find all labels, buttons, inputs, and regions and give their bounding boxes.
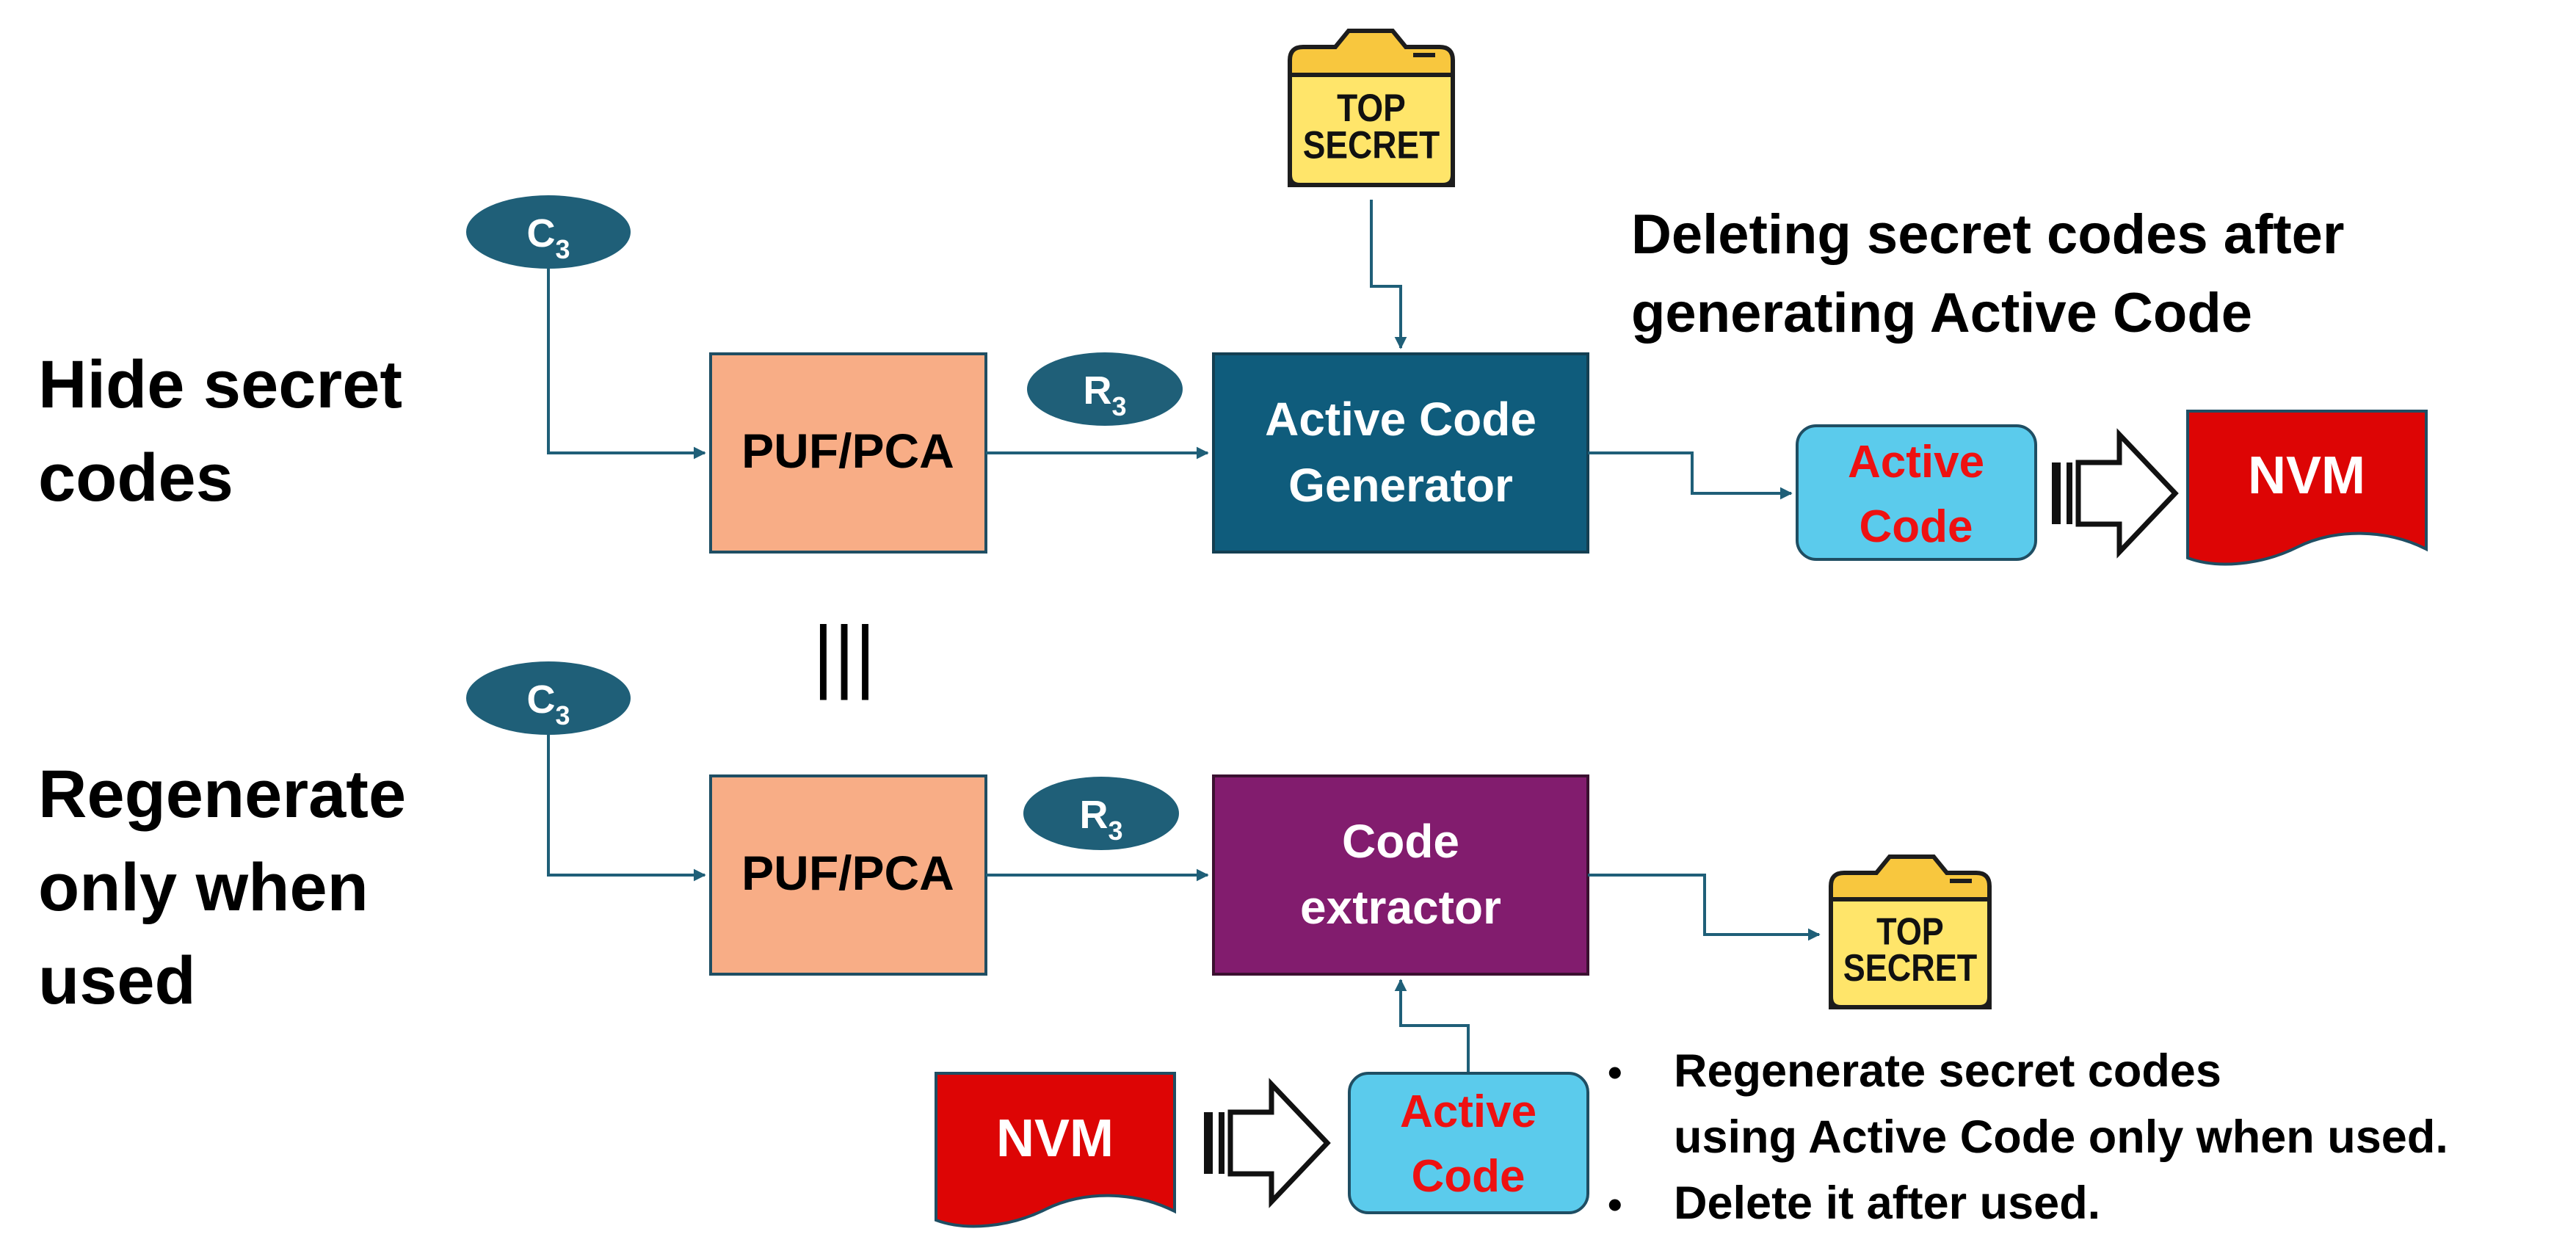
- svg-text:C3: C3: [526, 211, 570, 264]
- top-active-code-box: Active Code: [1796, 424, 2037, 561]
- top-response-sub: 3: [1111, 391, 1126, 421]
- top-puf-box: PUF/PCA: [709, 352, 987, 554]
- top-active-code-line-2: Code: [1860, 501, 1973, 552]
- bottom-response-sub: 3: [1108, 816, 1122, 846]
- note-1-bullet: •: [1608, 1049, 1622, 1095]
- top-challenge-arrow: [547, 269, 706, 460]
- note-1-line-1: Regenerate secret codes: [1674, 1045, 2221, 1097]
- top-active-code-line-1: Active: [1848, 437, 1984, 487]
- top-response-letter: R: [1083, 369, 1111, 413]
- notes-list: • Regenerate secret codes using Active C…: [1608, 1045, 2448, 1229]
- bottom-nvm-document-icon: NVM: [935, 1072, 1176, 1228]
- svg-text:R3: R3: [1083, 369, 1126, 421]
- top-puf-label: PUF/PCA: [741, 424, 954, 478]
- bottom-active-code-box: Active Code: [1348, 1072, 1589, 1214]
- bottom-challenge-arrow: [547, 735, 706, 882]
- active-code-to-extractor-arrow: [1394, 979, 1470, 1073]
- deleting-title-line-1: Deleting secret codes after: [1631, 203, 2345, 266]
- note-2-bullet: •: [1608, 1181, 1622, 1227]
- svg-text:C3: C3: [526, 678, 570, 730]
- top-nvm-document-icon: NVM: [2186, 410, 2428, 566]
- top-challenge-sub: 3: [555, 234, 570, 264]
- top-challenge-oval: C3: [466, 195, 631, 269]
- extractor-label-line-1: Code: [1342, 815, 1459, 868]
- bottom-block-arrow-icon: [1204, 1078, 1331, 1208]
- bottom-folder-text-line-1: TOP: [1876, 911, 1944, 954]
- bottom-challenge-sub: 3: [555, 700, 570, 730]
- top-nvm-label: NVM: [2248, 446, 2365, 505]
- bottom-active-code-line-1: Active: [1400, 1086, 1536, 1137]
- equivalence-symbol: |||: [813, 610, 876, 700]
- regenerate-label-line-1: Regenerate: [38, 757, 406, 832]
- bottom-challenge-oval: C3: [466, 661, 631, 735]
- top-challenge-letter: C: [526, 211, 555, 255]
- folder-to-generator-arrow: [1370, 200, 1407, 349]
- bottom-response-letter: R: [1079, 793, 1108, 837]
- regenerate-label-line-3: used: [38, 943, 196, 1018]
- hide-secret-label-line-1: Hide secret: [38, 347, 402, 422]
- regenerate-label-line-2: only when: [38, 850, 369, 925]
- bottom-folder-text-line-2: SECRET: [1843, 947, 1978, 990]
- extractor-to-folder-arrow: [1588, 874, 1821, 941]
- bottom-puf-label: PUF/PCA: [741, 846, 954, 900]
- generator-to-active-code-arrow: [1588, 451, 1793, 500]
- hide-secret-label-line-2: codes: [38, 440, 233, 515]
- bottom-response-oval: R3: [1023, 777, 1179, 850]
- extractor-label-line-2: extractor: [1300, 881, 1501, 934]
- note-2-line-1: Delete it after used.: [1674, 1178, 2100, 1229]
- bottom-puf-box: PUF/PCA: [709, 774, 987, 976]
- bottom-top-secret-folder-icon: TOP SECRET: [1829, 855, 1992, 1009]
- bottom-active-code-line-2: Code: [1412, 1151, 1525, 1202]
- generator-label-line-1: Active Code: [1265, 393, 1536, 446]
- top-block-arrow-icon: [2052, 428, 2179, 559]
- bottom-challenge-letter: C: [526, 678, 555, 722]
- code-extractor-box: Code extractor: [1212, 774, 1589, 976]
- top-folder-text-line-2: SECRET: [1303, 123, 1440, 167]
- top-folder-text-line-1: TOP: [1337, 86, 1406, 130]
- top-response-oval: R3: [1027, 352, 1183, 426]
- bottom-nvm-label: NVM: [996, 1109, 1114, 1168]
- svg-text:R3: R3: [1079, 793, 1122, 846]
- deleting-title-line-2: generating Active Code: [1631, 282, 2252, 344]
- top-secret-folder-icon: TOP SECRET: [1288, 29, 1455, 188]
- note-1-line-2: using Active Code only when used.: [1674, 1111, 2448, 1163]
- active-code-generator-box: Active Code Generator: [1212, 352, 1589, 554]
- generator-label-line-2: Generator: [1288, 459, 1513, 512]
